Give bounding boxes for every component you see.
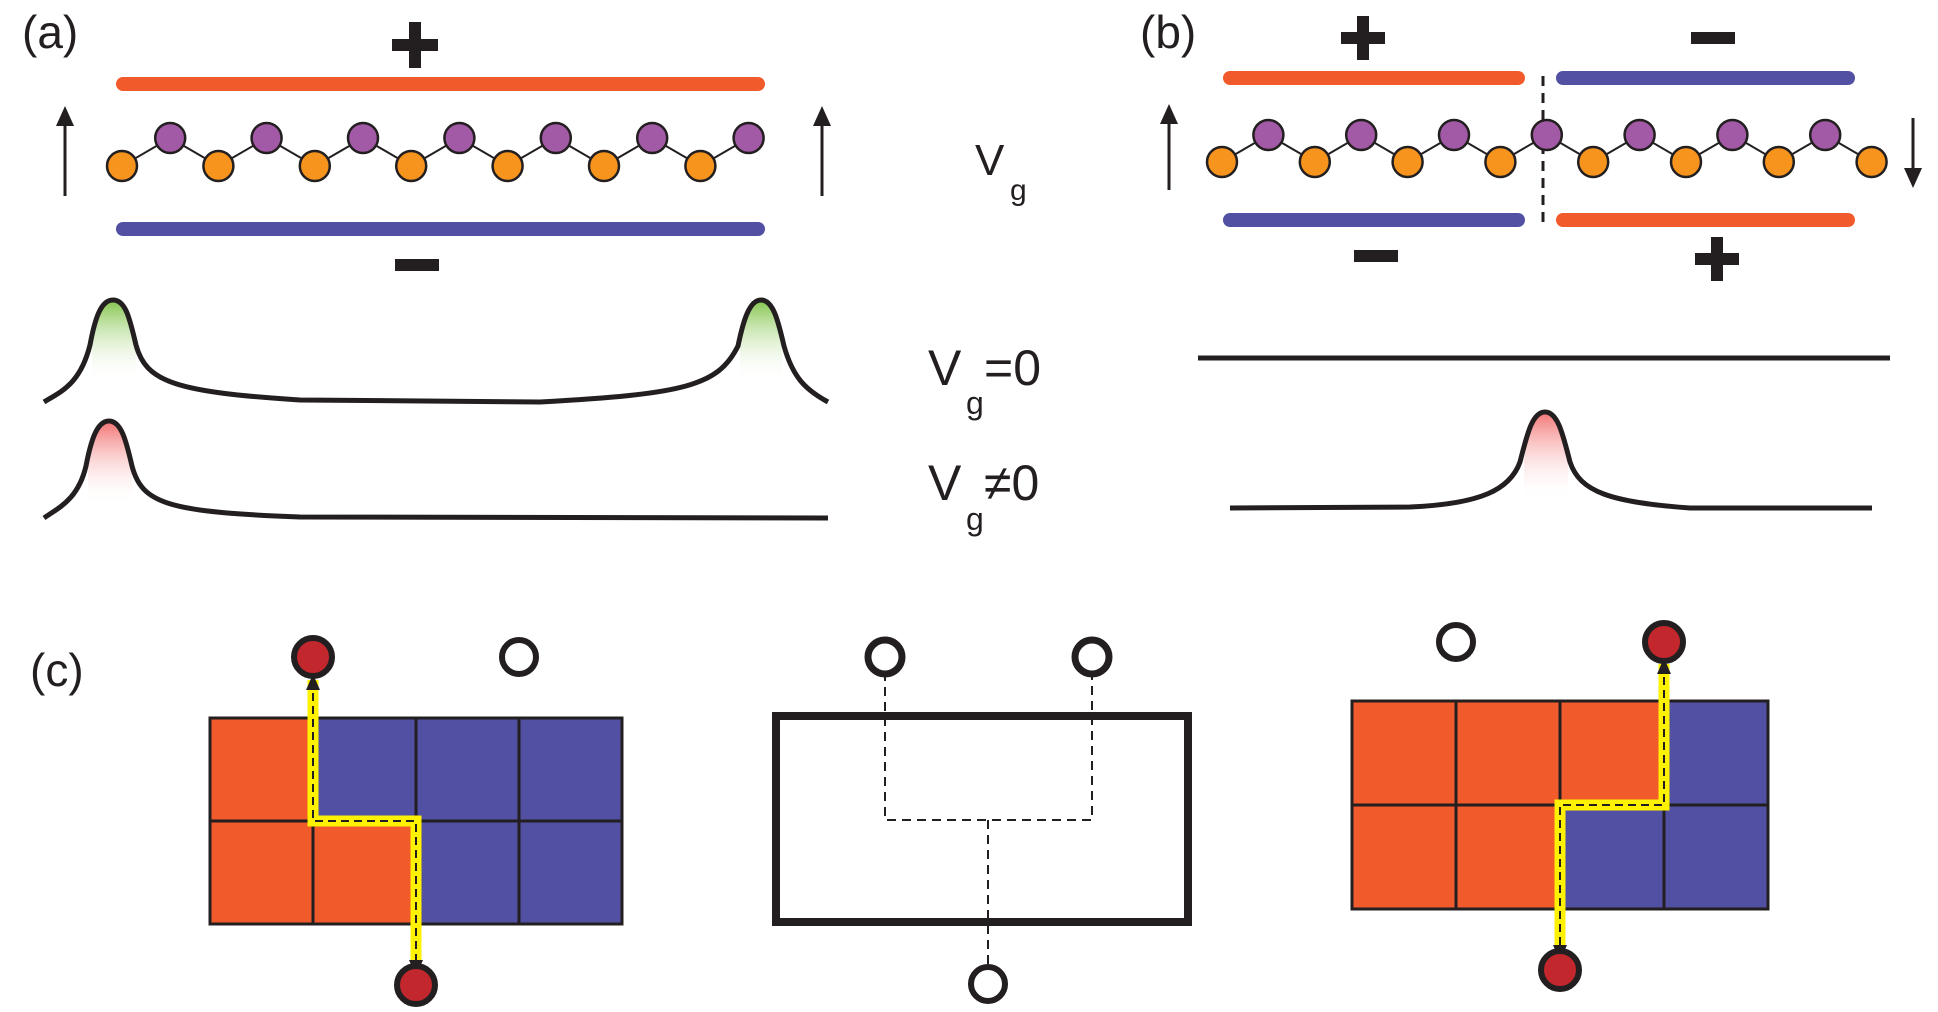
- panel-b-chain-atom-orange: [1855, 145, 1888, 179]
- panel-a-chain-atom-orange: [684, 149, 717, 183]
- vg-nonzero-label: V g ≠0: [928, 455, 1039, 537]
- panel-b-chain-atom-purple: [1437, 118, 1471, 152]
- svg-text:=0: =0: [984, 340, 1041, 396]
- panel-a-chain-atom-orange: [298, 149, 332, 183]
- panel-a-top-plus-sign: [392, 22, 438, 68]
- panel-c-middle-connection-lines: [884, 672, 1093, 964]
- panel-b-down-arrow-icon: [1904, 118, 1922, 188]
- panel-b-chain-atom-orange: [1391, 145, 1424, 179]
- panel-a-density-curve-vg-nonzero: [42, 418, 829, 521]
- svg-text:V: V: [928, 340, 962, 396]
- panel-b-up-arrow-icon: [1160, 104, 1178, 190]
- panel-b-atomic-chain: [1205, 118, 1888, 179]
- panel-b-chain-atom-purple: [1808, 118, 1842, 152]
- panel-c-middle-terminal-bottom: [968, 964, 1008, 1004]
- panel-b-chain-atom-purple: [1252, 118, 1285, 152]
- panel-a-chain-atom-orange: [394, 149, 428, 183]
- panel-b-chain-atom-orange: [1576, 145, 1610, 179]
- panel-c-middle-terminal-left: [864, 636, 906, 678]
- panel-b-chain-atom-orange: [1484, 145, 1517, 179]
- panel-a-atomic-chain: [105, 121, 765, 183]
- vg-zero-label: V g =0: [928, 340, 1041, 421]
- panel-a-edge-state-fill-left: [92, 300, 136, 382]
- svg-text:g: g: [1010, 174, 1027, 207]
- panel-a-up-arrow-right-icon: [813, 106, 831, 196]
- panel-c-right-terminal-empty: [1436, 622, 1476, 662]
- panel-b-label: (b): [1140, 6, 1196, 58]
- panel-a-chain-atom-purple: [635, 121, 669, 155]
- panel-b-chain-atom-orange: [1205, 145, 1239, 179]
- panel-a-chain-atom-purple: [443, 121, 476, 155]
- panel-a-edge-state-fill-right: [740, 300, 782, 382]
- panel-b-chain-atom-orange: [1669, 145, 1703, 179]
- panel-a-bottom-minus-sign: [395, 259, 439, 271]
- panel-a-density-curve-vg-zero: [42, 297, 830, 405]
- svg-text:g: g: [966, 501, 984, 537]
- panel-b-chain-atom-orange: [1298, 145, 1332, 179]
- panel-b-left-top-plus-sign: [1341, 16, 1385, 60]
- panel-b-chain-atom-purple: [1344, 118, 1378, 152]
- svg-text:≠0: ≠0: [984, 455, 1039, 511]
- gate-voltage-label: V g: [975, 136, 1027, 207]
- panel-a-chain-atom-orange: [587, 149, 621, 183]
- panel-a-chain-atom-orange: [491, 149, 524, 183]
- panel-c-left-terminal-empty: [499, 637, 539, 677]
- panel-b-domain-wall-state-fill: [1524, 412, 1568, 500]
- panel-b-chain-atom-purple: [1716, 118, 1749, 152]
- panel-c-left-terminal-filled-top: [291, 635, 335, 679]
- panel-a-edge-state-fill-nonzero: [88, 422, 132, 505]
- panel-a-chain-atom-purple: [732, 121, 765, 155]
- panel-a-chain-atom-orange: [202, 149, 235, 183]
- panel-c-left-terminal-filled-bottom: [394, 963, 438, 1007]
- panel-a-chain-atom-purple: [250, 121, 283, 155]
- panel-a-up-arrow-left-icon: [56, 106, 74, 196]
- panel-c-right-terminal-filled-bottom: [1538, 948, 1582, 992]
- panel-c-label: (c): [30, 644, 84, 696]
- panel-b-right-bottom-plus-sign: [1695, 237, 1739, 281]
- panel-b-density-curve-vg-nonzero: [1229, 409, 1872, 511]
- panel-b-left-bottom-minus-sign: [1354, 250, 1398, 262]
- panel-a-chain-atom-purple: [153, 121, 187, 155]
- panel-b-chain-atom-orange: [1762, 145, 1796, 179]
- panel-c-right-terminal-filled-top: [1642, 620, 1686, 664]
- panel-b-right-top-minus-sign: [1691, 32, 1735, 44]
- svg-text:V: V: [928, 455, 962, 511]
- panel-b-chain-atom-purple: [1623, 118, 1656, 152]
- svg-text:V: V: [975, 136, 1005, 185]
- panel-a-chain-atom-purple: [539, 121, 573, 155]
- panel-b-chain-atom-purple: [1530, 118, 1564, 152]
- svg-text:g: g: [966, 385, 984, 421]
- panel-c-middle-terminal-right: [1071, 636, 1113, 678]
- panel-a-chain-atom-purple: [346, 121, 380, 155]
- panel-a-label: (a): [22, 6, 78, 58]
- panel-c-right-domain-grid: [1350, 699, 1770, 911]
- panel-a-chain-atom-orange: [105, 149, 139, 183]
